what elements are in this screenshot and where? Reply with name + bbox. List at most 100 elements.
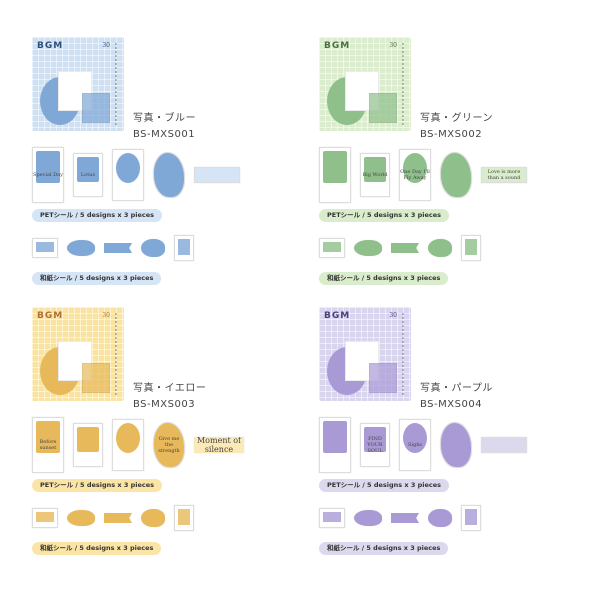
product-code: BS-MXS004	[420, 399, 483, 410]
washi-sticker[interactable]	[354, 240, 382, 256]
product-name: 写真・グリーン	[420, 113, 493, 124]
washi-sticker[interactable]	[391, 243, 419, 253]
washi-sticker-row	[32, 233, 194, 263]
sticker-photo	[178, 239, 190, 255]
pet-sticker[interactable]: Sighs	[399, 419, 431, 471]
sticker-preview	[369, 93, 397, 123]
washi-sticker[interactable]	[461, 505, 481, 531]
pet-sticker-label: PETシール / 5 designs x 3 pieces	[32, 479, 163, 492]
washi-sticker[interactable]	[104, 513, 132, 523]
product-title: 写真・グリーン BS-MXS002	[420, 111, 493, 143]
sticker-preview	[82, 93, 110, 123]
pet-sticker[interactable]: Moment of silence	[194, 437, 244, 453]
washi-sticker[interactable]	[354, 510, 382, 526]
pet-sticker[interactable]	[319, 147, 351, 203]
sticker-photo	[323, 151, 347, 184]
pet-sticker-row: FIND YOUR SOUL Sighs	[319, 417, 527, 473]
pet-sticker[interactable]: One Day I'll Fly Away	[399, 149, 431, 201]
pet-sticker[interactable]: Special Day	[32, 147, 64, 203]
washi-sticker-row	[32, 503, 194, 533]
sticker-text: Love is more than a sound	[487, 169, 521, 181]
washi-sticker[interactable]	[319, 238, 345, 258]
washi-sticker[interactable]	[104, 243, 132, 253]
pack-count: 30	[102, 312, 110, 319]
washi-sticker[interactable]	[32, 508, 58, 528]
washi-sticker-label: 和紙シール / 5 designs x 3 pieces	[319, 542, 449, 555]
binder-rings-icon	[402, 313, 408, 395]
washi-sticker[interactable]	[319, 508, 345, 528]
sticker-photo	[116, 153, 140, 183]
pet-sticker-label: PETシール / 5 designs x 3 pieces	[32, 209, 163, 222]
pet-sticker[interactable]	[481, 437, 527, 453]
pet-sticker[interactable]: Before sunset	[32, 417, 64, 473]
washi-sticker[interactable]	[32, 238, 58, 258]
sticker-photo	[364, 427, 386, 453]
pet-sticker[interactable]	[440, 152, 472, 198]
washi-sticker[interactable]	[141, 509, 165, 527]
sticker-text: Moment of silence	[196, 437, 241, 453]
sticker-photo	[77, 157, 99, 183]
product-name: 写真・ブルー	[133, 113, 196, 124]
pet-sticker[interactable]	[153, 152, 185, 198]
product-code: BS-MXS001	[133, 129, 196, 140]
sticker-photo	[178, 509, 190, 525]
washi-sticker-row	[319, 503, 481, 533]
pet-sticker[interactable]: Big World	[360, 153, 390, 197]
washi-sticker[interactable]	[391, 513, 419, 523]
pet-sticker[interactable]	[194, 167, 240, 183]
pet-sticker-row: Special Day Lotus	[32, 147, 240, 203]
sticker-photo	[116, 423, 140, 453]
product-code: BS-MXS002	[420, 129, 483, 140]
pack-count: 30	[102, 42, 110, 49]
sticker-photo	[465, 509, 477, 525]
binder-rings-icon	[115, 313, 121, 395]
pet-sticker[interactable]	[319, 417, 351, 473]
washi-sticker-label: 和紙シール / 5 designs x 3 pieces	[32, 542, 162, 555]
washi-sticker[interactable]	[67, 510, 95, 526]
pet-sticker[interactable]: FIND YOUR SOUL	[360, 423, 390, 467]
sticker-text: Before sunset	[39, 439, 57, 451]
product-title: 写真・パープル BS-MXS004	[420, 381, 493, 413]
sticker-photo	[323, 512, 341, 522]
binder-rings-icon	[115, 43, 121, 125]
pet-sticker[interactable]: Give me the strength	[153, 422, 185, 468]
product-title: 写真・ブルー BS-MXS001	[133, 111, 196, 143]
sticker-text: Lotus	[80, 172, 96, 178]
pet-sticker[interactable]	[440, 422, 472, 468]
washi-sticker[interactable]	[428, 509, 452, 527]
pet-sticker[interactable]	[73, 423, 103, 467]
pet-sticker[interactable]: Love is more than a sound	[481, 167, 527, 183]
sticker-text: Give me the strength	[158, 436, 180, 454]
washi-sticker[interactable]	[141, 239, 165, 257]
sticker-photo	[323, 242, 341, 252]
sticker-photo	[77, 427, 99, 453]
product-code: BS-MXS003	[133, 399, 196, 410]
sticker-preview	[82, 363, 110, 393]
sticker-photo	[364, 157, 386, 183]
sticker-photo	[403, 423, 427, 453]
washi-sticker[interactable]	[428, 239, 452, 257]
product-name: 写真・パープル	[420, 383, 493, 394]
washi-sticker[interactable]	[174, 505, 194, 531]
pet-sticker-label: PETシール / 5 designs x 3 pieces	[319, 209, 450, 222]
pet-sticker-row: Before sunset Give me the strength Moment …	[32, 417, 244, 473]
pet-sticker[interactable]	[112, 149, 144, 201]
pet-sticker[interactable]: Lotus	[73, 153, 103, 197]
washi-sticker[interactable]	[461, 235, 481, 261]
washi-sticker[interactable]	[67, 240, 95, 256]
sticker-photo	[36, 151, 60, 184]
brand-logo: BGM	[324, 41, 351, 51]
pet-sticker[interactable]	[112, 419, 144, 471]
sticker-photo	[36, 421, 60, 454]
binder-rings-icon	[402, 43, 408, 125]
pack-count: 30	[389, 312, 397, 319]
washi-sticker[interactable]	[174, 235, 194, 261]
sticker-text: One Day I'll Fly Away	[400, 169, 430, 181]
